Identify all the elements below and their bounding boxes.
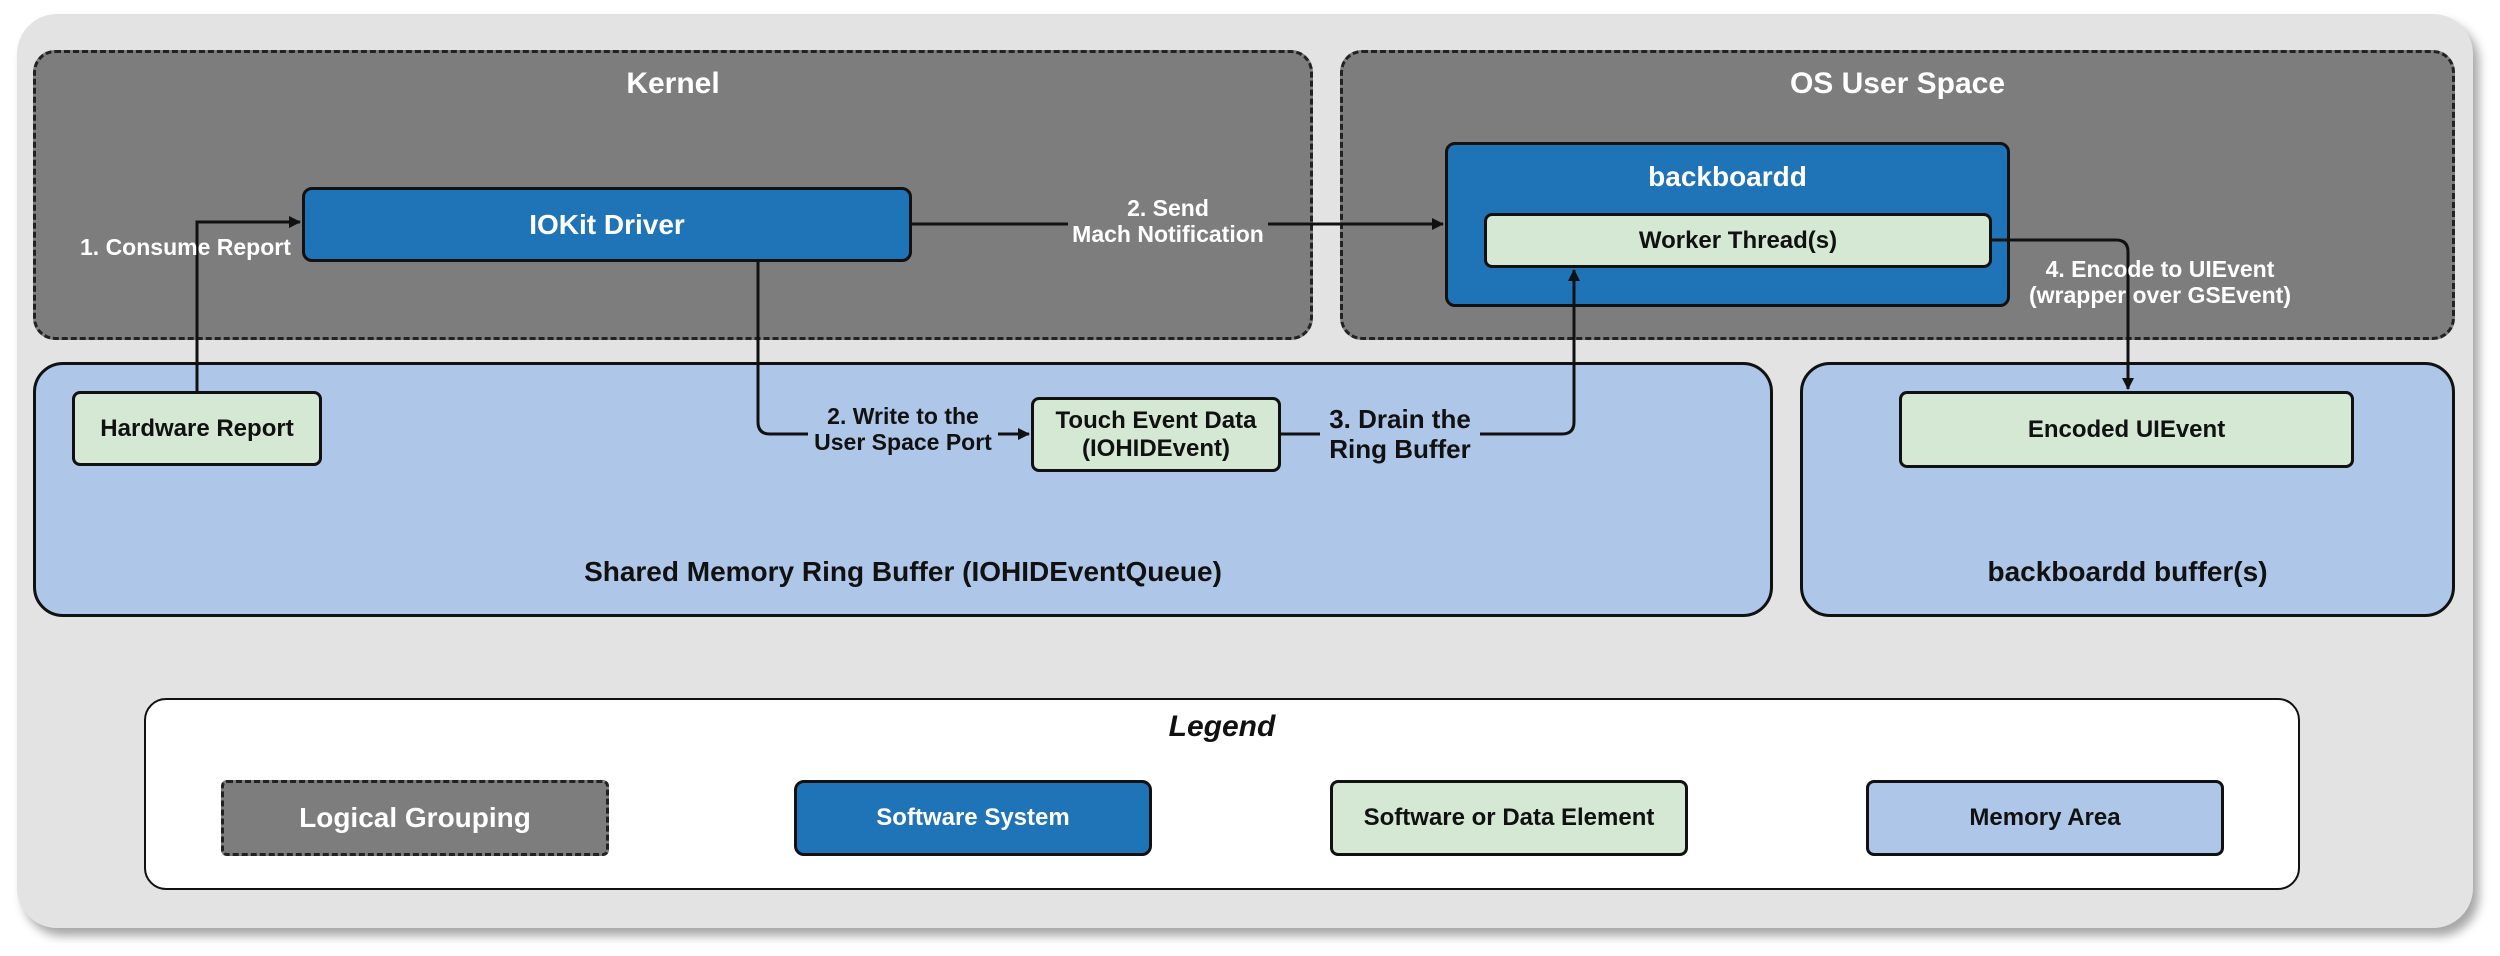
legend-memory-area-label: Memory Area [1969,804,2121,831]
legend-software-element-label: Software or Data Element [1363,804,1655,831]
legend-software-element: Software or Data Element [1330,780,1688,856]
encoded-uievent-label: Encoded UIEvent [2027,415,2226,443]
touch-event-label-line1: Touch Event Data [1055,406,1257,434]
arrow-write-port [756,262,1030,440]
edge-send-line1: 2. Send [1127,195,1209,221]
arrow-encode-uievent [1992,238,2134,390]
worker-thread: Worker Thread(s) [1484,213,1992,268]
edge-drain-line2: Ring Buffer [1329,433,1471,464]
user-space-group-title: OS User Space [1789,67,2006,100]
legend-memory-area: Memory Area [1866,780,2224,856]
encoded-uievent: Encoded UIEvent [1899,391,2354,468]
touch-event-label-line2: (IOHIDEvent) [1081,434,1230,462]
arrow-drain-buffer [1281,269,1580,436]
shared-ring-buffer-title: Shared Memory Ring Buffer (IOHIDEventQue… [584,556,1222,587]
legend-title: Legend [1168,710,1276,743]
edge-label-encode-uievent: 4. Encode to UIEvent (wrapper over GSEve… [2020,256,2300,309]
legend-software-system-label: Software System [876,804,1070,831]
edge-drain-line1: 3. Drain the [1329,404,1471,434]
backboardd-label: backboardd [1648,161,1807,192]
edge-send-line2: Mach Notification [1072,221,1264,248]
legend-software-system: Software System [794,780,1152,856]
touch-event-data: Touch Event Data (IOHIDEvent) [1031,397,1281,472]
legend-logical-grouping-label: Logical Grouping [299,802,531,833]
arrow-consume-report [195,216,301,391]
kernel-group-title: Kernel [626,67,720,100]
iokit-driver: IOKit Driver [302,187,912,262]
edge-label-write-port: 2. Write to the User Space Port [808,403,998,456]
edge-write-line2: User Space Port [814,429,992,456]
iokit-driver-label: IOKit Driver [529,208,685,240]
edge-label-send-notification: 2. Send Mach Notification [1068,195,1268,248]
backboardd-buffer-title: backboardd buffer(s) [1987,556,2268,587]
worker-thread-label: Worker Thread(s) [1638,226,1838,254]
hardware-report: Hardware Report [72,391,322,466]
edge-label-consume-report: 1. Consume Report [80,234,291,260]
edge-encode-line2: (wrapper over GSEvent) [2028,282,2292,309]
legend-logical-grouping: Logical Grouping [221,780,609,856]
hardware-report-label: Hardware Report [100,414,294,442]
edge-label-drain-buffer: 3. Drain the Ring Buffer [1320,404,1480,465]
edge-encode-line1: 4. Encode to UIEvent [2045,256,2275,282]
legend: Legend Logical Grouping Software System … [144,698,2300,890]
edge-consume-report-text: 1. Consume Report [80,234,291,260]
edge-write-line1: 2. Write to the [827,403,979,429]
